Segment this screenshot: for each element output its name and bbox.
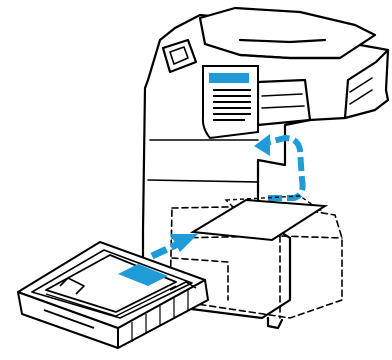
tray-paper-edge (45, 285, 177, 317)
printer-side (343, 48, 390, 120)
control-panel (161, 38, 198, 74)
document-header-bar (209, 73, 249, 83)
body-ridge (147, 139, 259, 183)
document-icon (201, 65, 259, 140)
document-text-lines (213, 89, 251, 121)
paper-sheet (189, 198, 329, 242)
paper-sheet-in-bay (189, 198, 329, 242)
tray-paper-label (118, 264, 168, 286)
output-bin (256, 78, 312, 127)
tray-inner-wall (31, 249, 193, 319)
paper-tray-icon (17, 241, 209, 349)
tray-guide-right (169, 281, 197, 291)
drawer-bay-lower (171, 257, 229, 301)
lid-front-edge (203, 42, 342, 60)
insert-arrow-head (170, 234, 198, 252)
lid-slot (238, 38, 327, 44)
output-slot (261, 93, 305, 109)
insert-arrow-shaft (150, 240, 180, 260)
tray-side-ribs (131, 290, 189, 342)
insert-arrow-icon (150, 234, 198, 260)
panel-screen (169, 46, 189, 65)
tray-handle (43, 309, 95, 329)
paper-path-arrowhead (254, 134, 270, 156)
tray-guide-left (59, 277, 85, 295)
side-vent (349, 77, 373, 105)
printer-foot-left (266, 316, 284, 330)
